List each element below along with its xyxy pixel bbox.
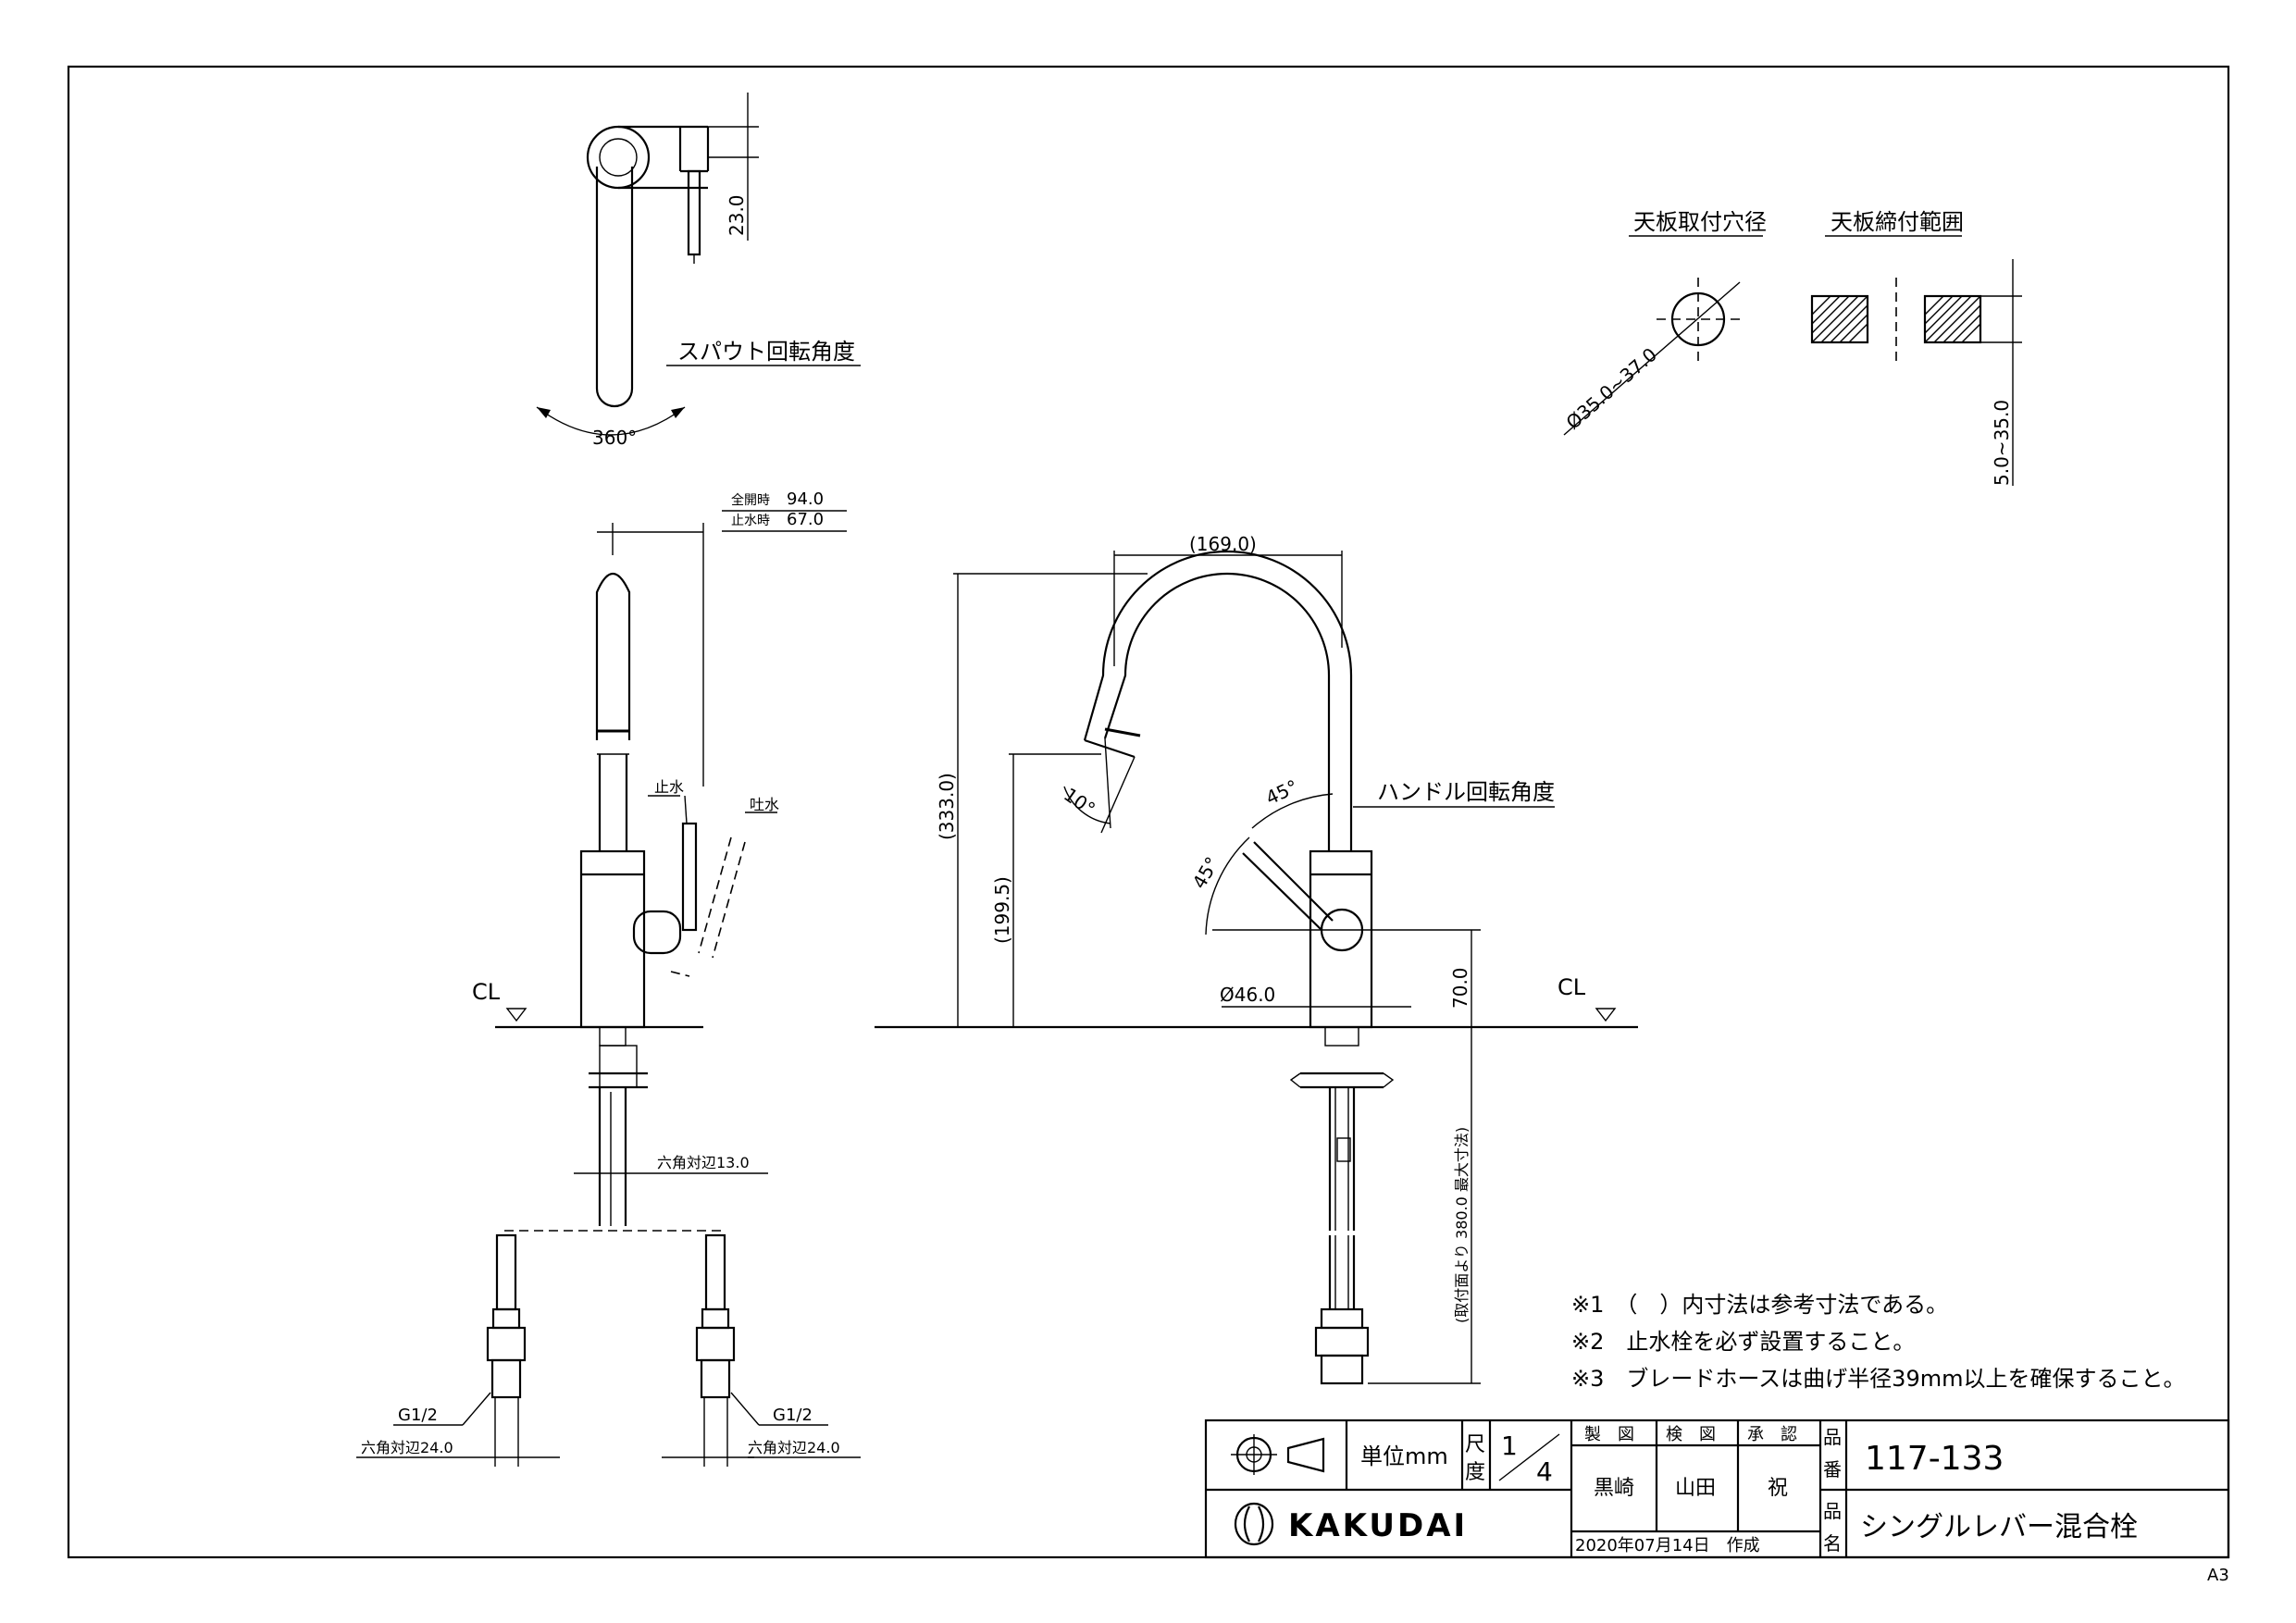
full-open-label: 全開時 [731, 492, 770, 508]
note-1: ※1 （ ）内寸法は参考寸法である。 [1571, 1292, 1948, 1318]
hex24-right: 六角対辺24.0 [748, 1439, 840, 1456]
hex13: 六角対辺13.0 [657, 1154, 750, 1171]
note-3: ※3 ブレードホースは曲げ半径39mm以上を確保すること。 [1571, 1366, 2185, 1392]
part-number: 117-133 [1865, 1440, 2004, 1478]
stop-label: 止水時 [731, 514, 770, 528]
drawing-date: 2020年07月14日 作成 [1575, 1536, 1760, 1555]
top-view: 360° スパウト回転角度 23.0 [536, 93, 861, 449]
g12-right: G1/2 [773, 1406, 813, 1425]
full-open-value: 94.0 [787, 489, 824, 509]
dim-380: (取付面より 380.0 最大寸法) [1453, 1127, 1471, 1323]
header-draw: 製 図 [1584, 1425, 1634, 1444]
dim-45a: 45° [1262, 775, 1301, 810]
clamp-dim: 5.0~35.0 [1991, 400, 2013, 486]
dim-169: (169.0) [1189, 533, 1257, 555]
header-approve: 承 認 [1747, 1425, 1797, 1444]
scale-label-1: 尺 [1465, 1433, 1485, 1456]
spout-rotation-arc [536, 406, 686, 436]
sheet-border [67, 65, 2230, 1559]
drafter-name: 黒崎 [1594, 1477, 1634, 1500]
dim-70: 70.0 [1449, 967, 1471, 1009]
label-stop: 止水 [654, 778, 684, 796]
g12-left: G1/2 [398, 1406, 438, 1425]
kakudai-logo: KAKUDAI [1234, 1502, 1468, 1546]
notes: ※1 （ ）内寸法は参考寸法である。 ※2 止水栓を必ず設置すること。 ※3 ブ… [1571, 1292, 2185, 1392]
sheet-size: A3 [2207, 1566, 2229, 1585]
cl-right: CL [1558, 974, 1586, 1000]
part-no-label-2: 番 [1823, 1458, 1842, 1481]
front-view: 45° 45° ハンドル回転角度 10° (169.0) (333.0) (19… [875, 533, 1638, 1385]
hole-detail: 天板取付穴径 Ø35.0~37.0 天板締付範囲 [1562, 209, 2022, 486]
scale-label-2: 度 [1465, 1461, 1485, 1484]
cl-left: CL [472, 979, 501, 1005]
spout-angle: 360° [592, 427, 637, 449]
scale-den: 4 [1536, 1456, 1553, 1487]
name-label-2: 名 [1823, 1532, 1842, 1555]
dim-199: (199.5) [991, 876, 1013, 944]
part-no-label-1: 品 [1823, 1426, 1842, 1448]
product-name: シングルレバー混合栓 [1860, 1511, 2138, 1543]
hole-dim: Ø35.0~37.0 [1562, 343, 1661, 434]
header-check: 検 図 [1666, 1425, 1716, 1444]
title-block: 単位mm 尺 度 1 4 製 図 検 図 承 認 黒崎 山田 祝 2020年07… [1204, 1419, 2230, 1559]
hex24-left: 六角対辺24.0 [361, 1439, 453, 1456]
label-discharge: 吐水 [750, 796, 779, 813]
brand-name: KAKUDAI [1288, 1507, 1468, 1544]
hole-label: 天板取付穴径 [1633, 209, 1767, 235]
name-label-1: 品 [1823, 1500, 1842, 1522]
dim-333: (333.0) [936, 773, 958, 840]
clamp-hatch-left [1810, 294, 1869, 344]
scale-num: 1 [1501, 1431, 1518, 1461]
stop-value: 67.0 [787, 510, 824, 529]
clamp-hatch-right [1923, 294, 1982, 344]
dim-45b: 45° [1188, 853, 1224, 893]
top-dim: 23.0 [726, 194, 748, 236]
handle-rotation-label: ハンドル回転角度 [1377, 779, 1555, 805]
clamp-label: 天板締付範囲 [1831, 209, 1964, 235]
approver-name: 祝 [1768, 1477, 1788, 1500]
note-2: ※2 止水栓を必ず設置すること。 [1571, 1329, 1915, 1355]
side-view: 止水 吐水 CL 六角対辺13.0 [356, 489, 861, 1467]
dim-46: Ø46.0 [1220, 984, 1275, 1006]
checker-name: 山田 [1675, 1477, 1716, 1500]
spout-rotation-label: スパウト回転角度 [677, 339, 855, 365]
unit-label: 単位mm [1360, 1443, 1448, 1469]
